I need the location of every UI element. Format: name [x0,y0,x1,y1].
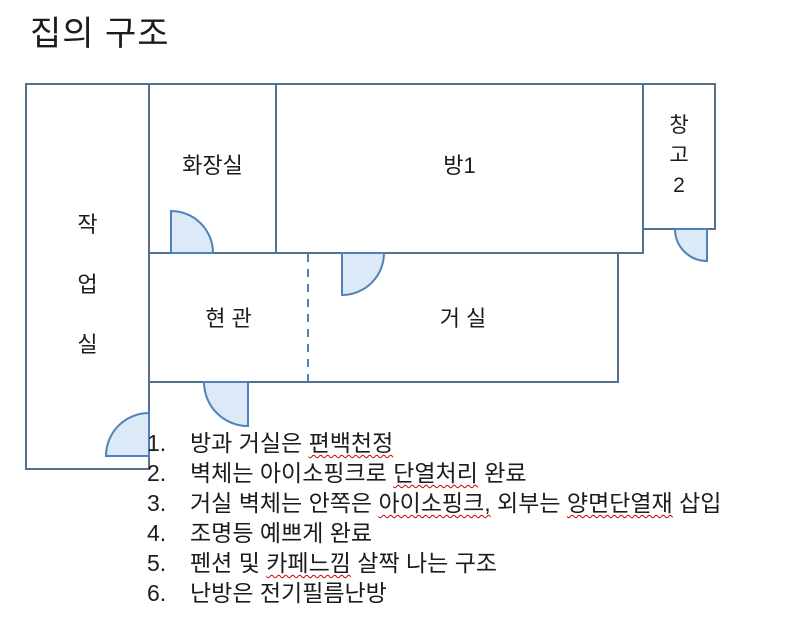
door-arc-entrance [202,381,249,428]
note-text: 벽체는 아이소핑크로 단열처리 완료 [190,458,527,488]
text-segment: 거실 벽체는 안쪽은 [190,490,379,516]
misspelled-word: 단열처리 [393,460,478,486]
note-text: 난방은 전기필름난방 [190,578,387,608]
note-text: 방과 거실은 편백천정 [190,428,393,458]
room-label-room1: 방1 [443,153,476,178]
room-label-living: 거 실 [439,306,487,331]
note-number: 1. [147,430,167,456]
note-item: 2. 벽체는 아이소핑크로 단열처리 완료 [147,458,721,488]
note-text: 조명등 예쁘게 완료 [190,518,372,548]
note-number: 2. [147,460,167,486]
misspelled-word: 아이소핑크, [378,490,491,516]
note-text: 거실 벽체는 안쪽은 아이소핑크, 외부는 양면단열재 삽입 [190,488,721,518]
note-text: 펜션 및 카페느낌 살짝 나는 구조 [190,548,497,578]
note-item: 4. 조명등 예쁘게 완료 [147,518,721,548]
text-segment: 조명등 예쁘게 완료 [190,520,373,546]
note-number: 4. [147,520,167,546]
door-arc-workroom [104,411,150,457]
room-label-bathroom: 화장실 [182,153,243,178]
text-segment: 방과 거실은 [190,430,309,456]
misspelled-word: 편백천정 [308,430,394,456]
door-arc-bathroom [170,209,215,254]
note-item: 6. 난방은 전기필름난방 [147,578,721,608]
misspelled-word: 카페느낌 [266,550,351,576]
text-segment: 살짝 나는 구조 [350,550,498,576]
text-segment: 완료 [477,460,527,486]
note-item: 5. 펜션 및 카페느낌 살짝 나는 구조 [147,548,721,578]
text-segment: 외부는 [490,490,567,516]
note-number: 3. [147,490,167,516]
room-label-entrance: 현 관 [205,306,252,331]
text-segment: 삽입 [672,490,722,516]
room-label-workroom: 작 업 실 [77,212,98,357]
note-number: 5. [147,550,167,576]
door-arc-storage2 [673,228,708,263]
note-number: 6. [147,580,167,606]
note-item: 1. 방과 거실은 편백천정 [147,428,721,458]
misspelled-word: 양면단열재 [566,490,673,516]
page-title: 집의 구조 [30,15,170,53]
notes-list: 1. 방과 거실은 편백천정 2. 벽체는 아이소핑크로 단열처리 완료 3. … [147,428,721,608]
text-segment: 펜션 및 [190,550,267,576]
door-arc-living [341,252,386,297]
room-label-storage2: 창 고 2 [669,114,689,197]
text-segment: 벽체는 아이소핑크로 [190,460,394,486]
note-item: 3. 거실 벽체는 안쪽은 아이소핑크, 외부는 양면단열재 삽입 [147,488,721,518]
text-segment: 난방은 전기필름난방 [190,580,387,606]
